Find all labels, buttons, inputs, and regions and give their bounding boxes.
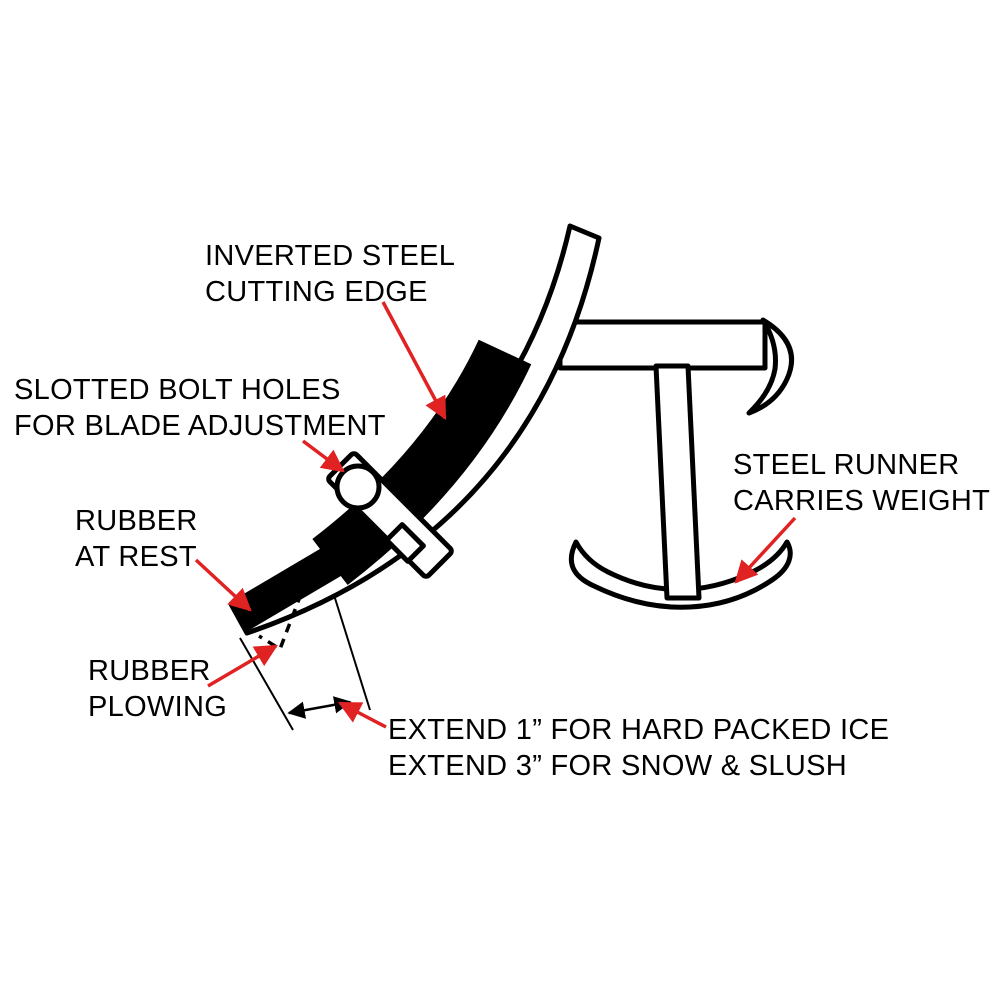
arrow-slotted-bolt (301, 439, 345, 473)
label-rubber-at-rest: RUBBER AT REST (75, 503, 198, 575)
clamp-nut (384, 522, 426, 564)
label-inverted-steel-cutting-edge: INVERTED STEEL CUTTING EDGE (205, 238, 455, 310)
label-line: CUTTING EDGE (205, 276, 428, 308)
runner-arm (557, 319, 768, 371)
runner-foot (569, 539, 793, 610)
runner-post (653, 363, 702, 601)
rubber-plowing-dashed-outline (258, 593, 303, 652)
label-line: RUBBER (88, 655, 211, 687)
label-line: EXTEND 3” FOR SNOW & SLUSH (388, 750, 847, 782)
extension-line-right (333, 594, 371, 711)
label-line: FOR BLADE ADJUSTMENT (14, 410, 386, 442)
arrow-extend-note (337, 701, 387, 729)
label-line: INVERTED STEEL (205, 240, 456, 272)
label-line: EXTEND 1” FOR HARD PACKED ICE (388, 714, 890, 746)
label-steel-runner: STEEL RUNNER CARRIES WEIGHT (733, 447, 990, 519)
plow-blade (228, 223, 602, 636)
label-line: SLOTTED BOLT HOLES (14, 374, 341, 406)
arrow-inverted-steel (381, 301, 447, 421)
arrow-rubber-at-rest (194, 558, 252, 612)
slotted-bolt-head (334, 463, 382, 511)
arrow-rubber-plowing (207, 644, 278, 688)
label-line: AT REST (75, 541, 197, 573)
arrow-steel-runner (734, 516, 797, 584)
label-line: RUBBER (75, 505, 198, 537)
label-slotted-bolt-holes: SLOTTED BOLT HOLES FOR BLADE ADJUSTMENT (14, 372, 386, 444)
rubber-edge (229, 543, 347, 632)
label-rubber-plowing: RUBBER PLOWING (88, 653, 227, 725)
callout-arrows (194, 301, 797, 729)
cutting-edge-strip (312, 339, 532, 586)
label-extend-note: EXTEND 1” FOR HARD PACKED ICE EXTEND 3” … (388, 712, 889, 784)
runner-arm-hook (746, 317, 794, 416)
label-line: CARRIES WEIGHT (733, 485, 991, 517)
steel-runner (557, 317, 794, 610)
label-line: STEEL RUNNER (733, 449, 960, 481)
label-line: PLOWING (88, 691, 228, 723)
extension-line-left (239, 637, 294, 731)
